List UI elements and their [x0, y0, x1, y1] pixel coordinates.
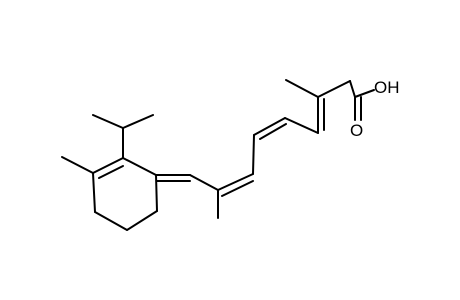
bond-chain-c2-c3: [217, 173, 254, 191]
bond-carboxyl-c-oh: [354, 89, 375, 98]
bond-ring-c4-c5: [126, 210, 158, 231]
carbonyl-oxygen-label: O: [350, 121, 363, 140]
bond-isopropyl-methyl-right: [122, 114, 154, 129]
bond-chain-c3-c4: [252, 134, 255, 175]
bond-chain-c4-c5: [253, 117, 286, 136]
bond-ring-c6-c1: [92, 172, 96, 213]
bond-chain-c5-c6: [284, 117, 319, 134]
bond-isopropyl-methyl-left: [92, 114, 124, 129]
bond-chain-c7-c8: [317, 80, 351, 98]
cyclohexene-ring: [92, 157, 158, 231]
bond-chain-c4-c5-double: [259, 123, 287, 140]
bond-ring-c1-c2-double: [98, 165, 124, 179]
polyene-chain: [155, 79, 356, 219]
carboxylic-acid-group: OH O: [350, 78, 400, 140]
bond-ring-methyl: [61, 156, 94, 174]
bond-chain-c8-cooh: [349, 80, 356, 98]
bond-ring-c1-c2: [92, 157, 124, 174]
bond-chain-methyl-2: [285, 79, 319, 98]
bond-chain-c1-c2: [189, 174, 219, 191]
bond-ring-c5-c6: [94, 211, 128, 231]
ring-substituents: [61, 114, 154, 174]
bond-chain-c2-c3-double: [221, 180, 254, 197]
hydroxyl-label: OH: [374, 78, 400, 97]
bond-ring-c2-c3: [122, 157, 157, 176]
